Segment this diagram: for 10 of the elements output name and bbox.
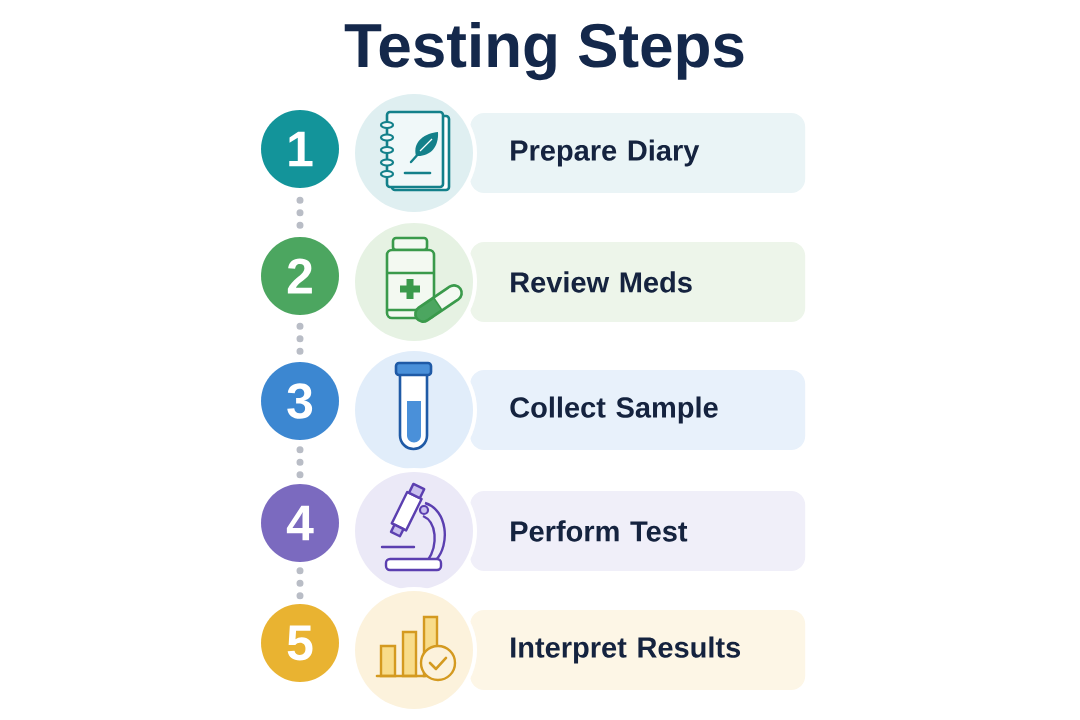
step-bar: Perform Test [470, 491, 806, 571]
title: Testing Steps [344, 22, 744, 81]
dotted-connector [296, 196, 304, 229]
step-bar: Interpret Results [470, 610, 806, 690]
step-bar: Prepare Diary [470, 113, 806, 193]
dotted-connector [296, 322, 304, 355]
dotted-connector [296, 445, 304, 479]
step-bar: Collect Sample [470, 370, 806, 450]
step-bar: Review Meds [470, 242, 806, 322]
dotted-connector [296, 566, 304, 600]
